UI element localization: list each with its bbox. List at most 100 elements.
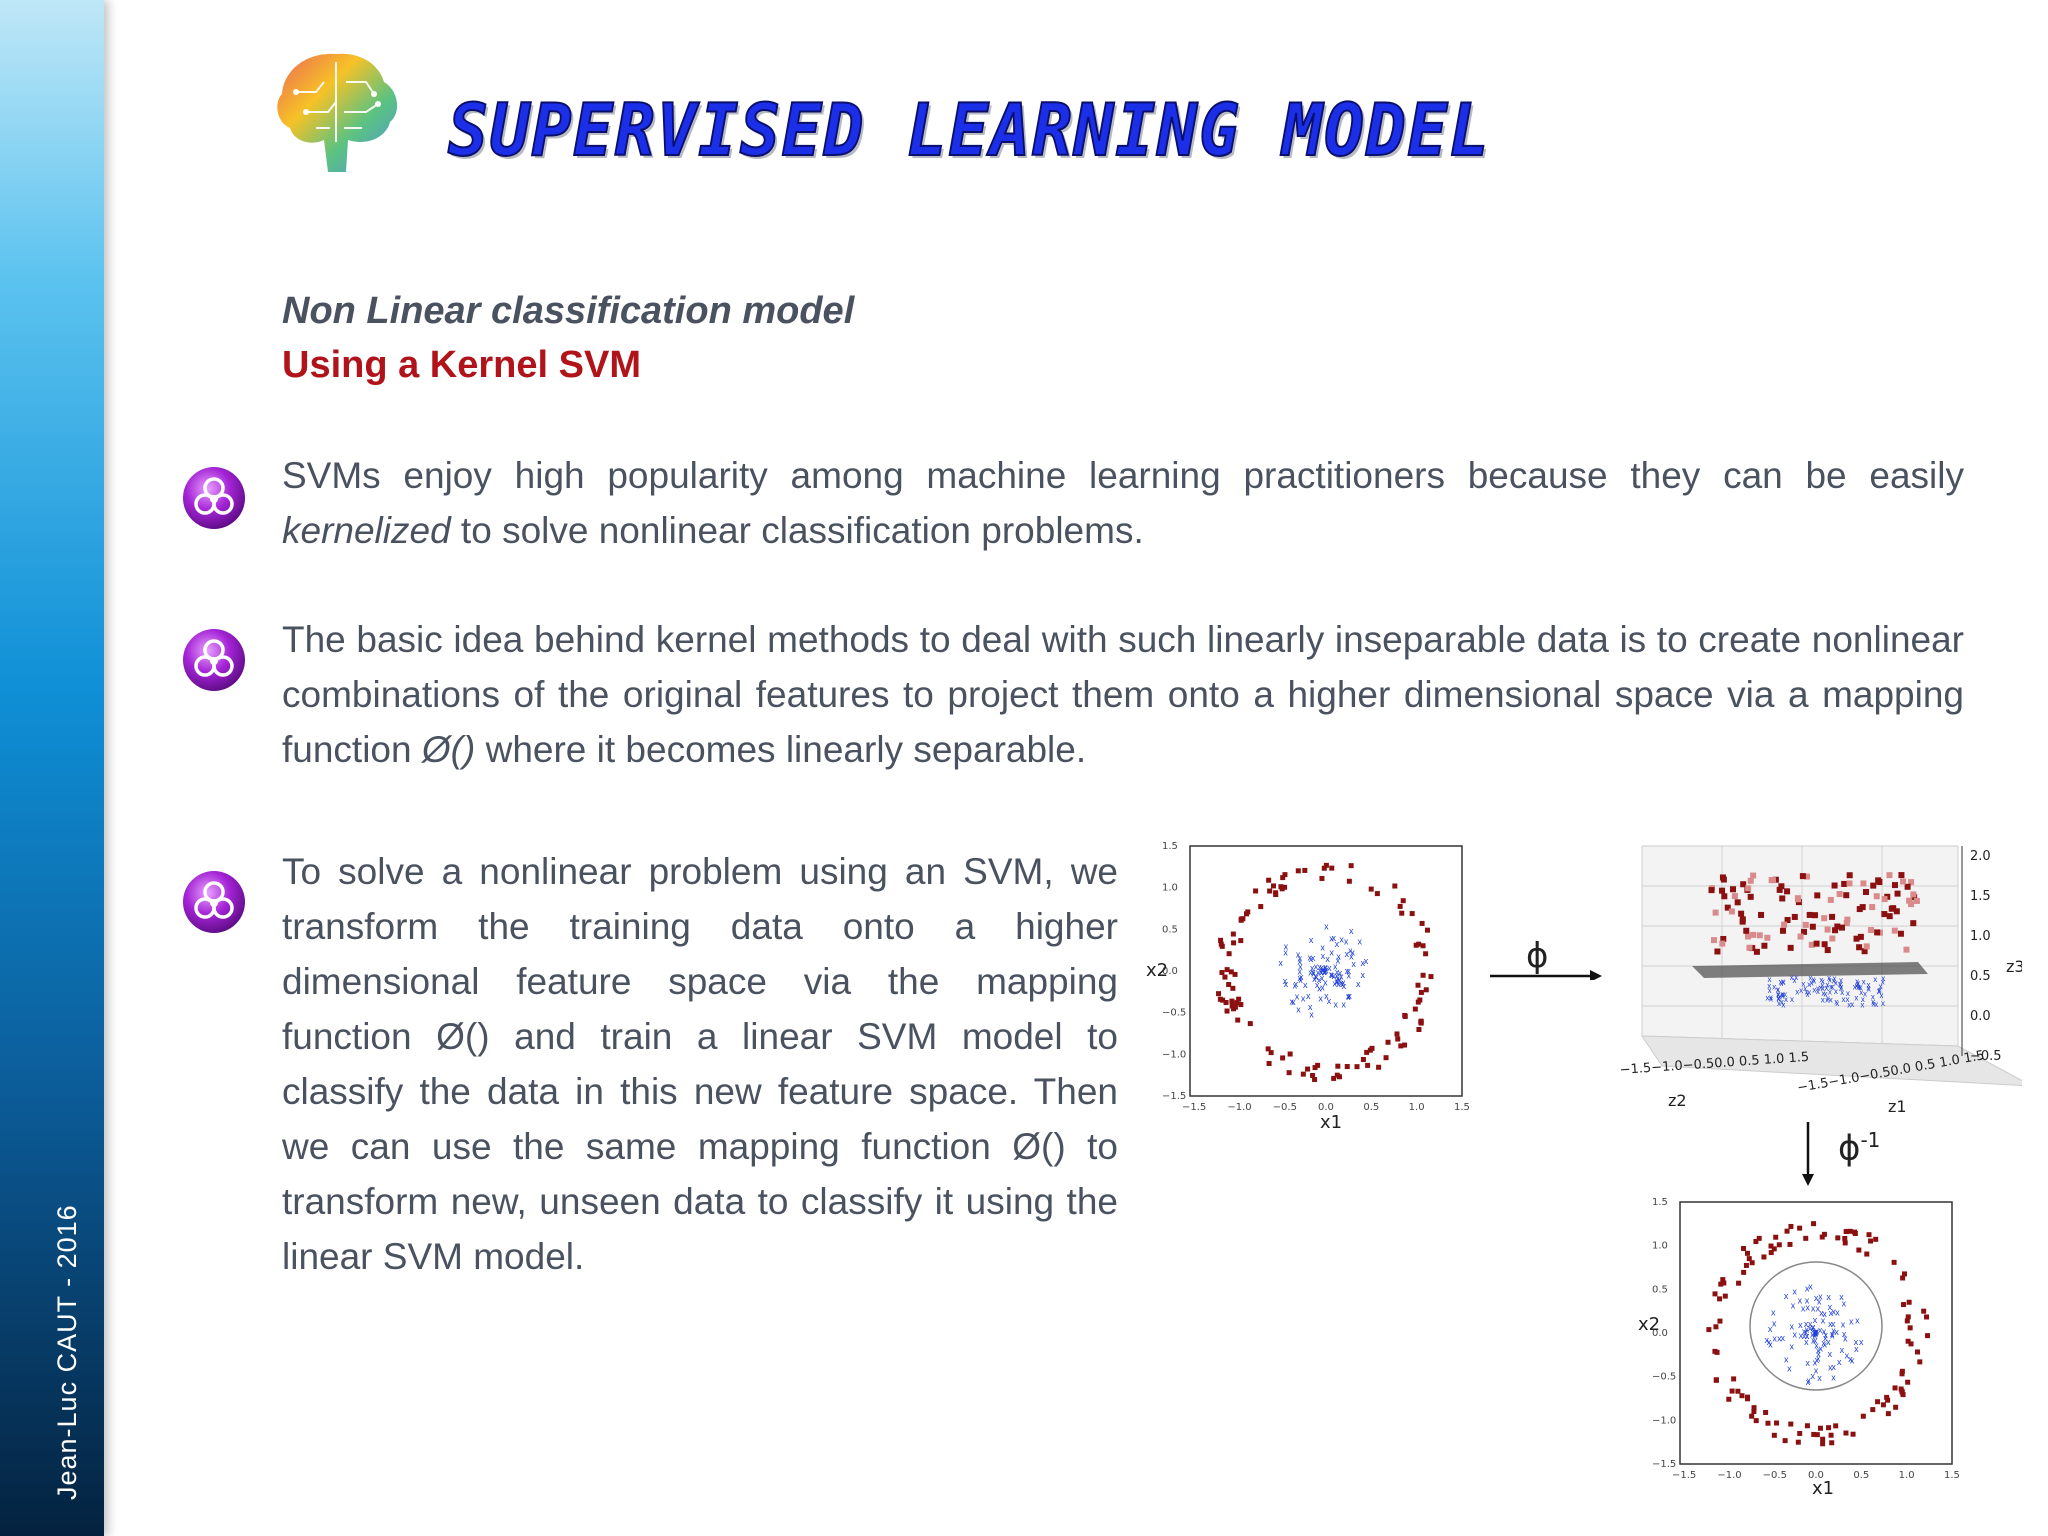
data-point-inner: x: [1839, 984, 1843, 993]
data-point-inner: x: [1801, 979, 1805, 988]
data-point-inner: x: [1818, 983, 1822, 992]
data-point-outer: [1270, 883, 1276, 889]
data-point-inner: x: [1323, 978, 1328, 988]
data-point-outer: [1346, 878, 1352, 884]
data-point-inner: x: [1784, 1355, 1789, 1365]
data-point-outer: [1788, 1223, 1794, 1229]
data-point-inner: x: [1855, 981, 1859, 990]
data-point-inner: x: [1817, 1296, 1822, 1306]
data-point-inner: x: [1871, 997, 1875, 1006]
data-point-inner: x: [1790, 1321, 1795, 1331]
data-point-outer: [1925, 1333, 1931, 1339]
data-point-inner: x: [1327, 963, 1332, 973]
data-point-inner: x: [1799, 1331, 1804, 1341]
data-point-outer: [1797, 933, 1804, 940]
data-point-inner: x: [1341, 999, 1346, 1009]
data-point-inner: x: [1791, 1300, 1796, 1310]
data-point-inner: x: [1330, 970, 1335, 980]
biohazard-bullet-icon: [183, 629, 245, 691]
data-point-outer: [1400, 898, 1406, 904]
x-tick-label: 0.0: [1318, 1102, 1334, 1113]
data-point-outer: [1884, 1394, 1890, 1400]
data-point-inner: x: [1284, 979, 1289, 989]
data-point-inner: x: [1818, 1292, 1823, 1302]
data-point-outer: [1908, 1341, 1914, 1347]
data-point-outer: [1806, 911, 1813, 918]
data-point-outer: [1904, 1318, 1910, 1324]
data-point-outer: [1280, 875, 1286, 881]
data-point-inner: x: [1312, 974, 1317, 984]
data-point-inner: x: [1781, 1333, 1786, 1343]
data-point-outer: [1811, 1431, 1817, 1437]
data-point-inner: x: [1777, 999, 1781, 1008]
data-point-inner: x: [1806, 990, 1810, 999]
data-point-outer: [1282, 884, 1288, 890]
data-point-outer: [1814, 892, 1821, 899]
data-point-outer: [1774, 1420, 1780, 1426]
data-point-outer: [1803, 1235, 1809, 1241]
data-point-inner: x: [1806, 1377, 1811, 1387]
data-point-inner: x: [1329, 969, 1334, 979]
data-point-inner: x: [1351, 948, 1356, 958]
data-point-inner: x: [1826, 994, 1830, 1003]
y-tick-label: 0.0: [1652, 1328, 1668, 1339]
data-point-outer: [1829, 935, 1836, 942]
data-point-outer: [1720, 876, 1727, 883]
data-point-inner: x: [1293, 981, 1298, 991]
data-point-inner: x: [1314, 962, 1319, 972]
data-point-outer: [1784, 1228, 1790, 1234]
data-point-outer: [1900, 1392, 1906, 1398]
data-point-inner: x: [1776, 989, 1780, 998]
data-point-inner: x: [1771, 1308, 1776, 1318]
data-point-inner: x: [1834, 987, 1838, 996]
data-point-outer: [1219, 970, 1225, 976]
data-point-inner: x: [1766, 993, 1770, 1002]
data-point-outer: [1273, 890, 1279, 896]
data-point-outer: [1253, 888, 1259, 894]
data-point-outer: [1247, 1021, 1253, 1027]
data-point-outer: [1869, 904, 1876, 911]
data-point-inner: x: [1828, 1319, 1833, 1329]
data-point-inner: x: [1805, 988, 1809, 997]
data-point-outer: [1409, 911, 1415, 917]
data-point-outer: [1768, 1250, 1774, 1256]
data-point-inner: x: [1792, 976, 1796, 985]
sidebar-band: Jean-Luc CAUT - 2016: [0, 0, 104, 1536]
data-point-inner: x: [1320, 983, 1325, 993]
data-point-outer: [1402, 1013, 1408, 1019]
data-point-inner: x: [1873, 975, 1877, 984]
data-point-outer: [1312, 1065, 1318, 1071]
data-point-inner: x: [1859, 983, 1863, 992]
data-point-inner: x: [1298, 975, 1303, 985]
data-point-inner: x: [1301, 994, 1306, 1004]
data-point-inner: x: [1309, 954, 1314, 964]
data-point-outer: [1718, 1281, 1724, 1287]
data-point-outer: [1915, 1349, 1921, 1355]
data-point-inner: x: [1816, 1349, 1821, 1359]
data-point-inner: x: [1790, 995, 1794, 1004]
data-point-outer: [1765, 1420, 1771, 1426]
data-point-outer: [1850, 1431, 1856, 1437]
data-point-outer: [1797, 1225, 1803, 1231]
data-point-inner: x: [1781, 990, 1785, 999]
data-point-inner: x: [1866, 983, 1870, 992]
data-point-inner: x: [1321, 964, 1326, 974]
data-point-outer: [1779, 927, 1786, 934]
data-point-inner: x: [1839, 1292, 1844, 1302]
data-point-outer: [1802, 921, 1809, 928]
data-point-inner: x: [1336, 955, 1341, 965]
data-point-outer: [1712, 1291, 1718, 1297]
data-point-inner: x: [1813, 1330, 1818, 1340]
data-point-inner: x: [1767, 981, 1771, 990]
data-point-outer: [1265, 1046, 1271, 1052]
data-point-inner: x: [1307, 952, 1312, 962]
data-point-outer: [1354, 1064, 1360, 1070]
data-point-outer: [1720, 1277, 1726, 1283]
data-point-inner: x: [1364, 956, 1369, 966]
data-point-inner: x: [1283, 947, 1288, 957]
data-point-inner: x: [1816, 1303, 1821, 1313]
z3-tick-label: 0.5: [1970, 969, 1991, 984]
data-point-outer: [1902, 1271, 1908, 1277]
data-point-outer: [1795, 1439, 1801, 1445]
